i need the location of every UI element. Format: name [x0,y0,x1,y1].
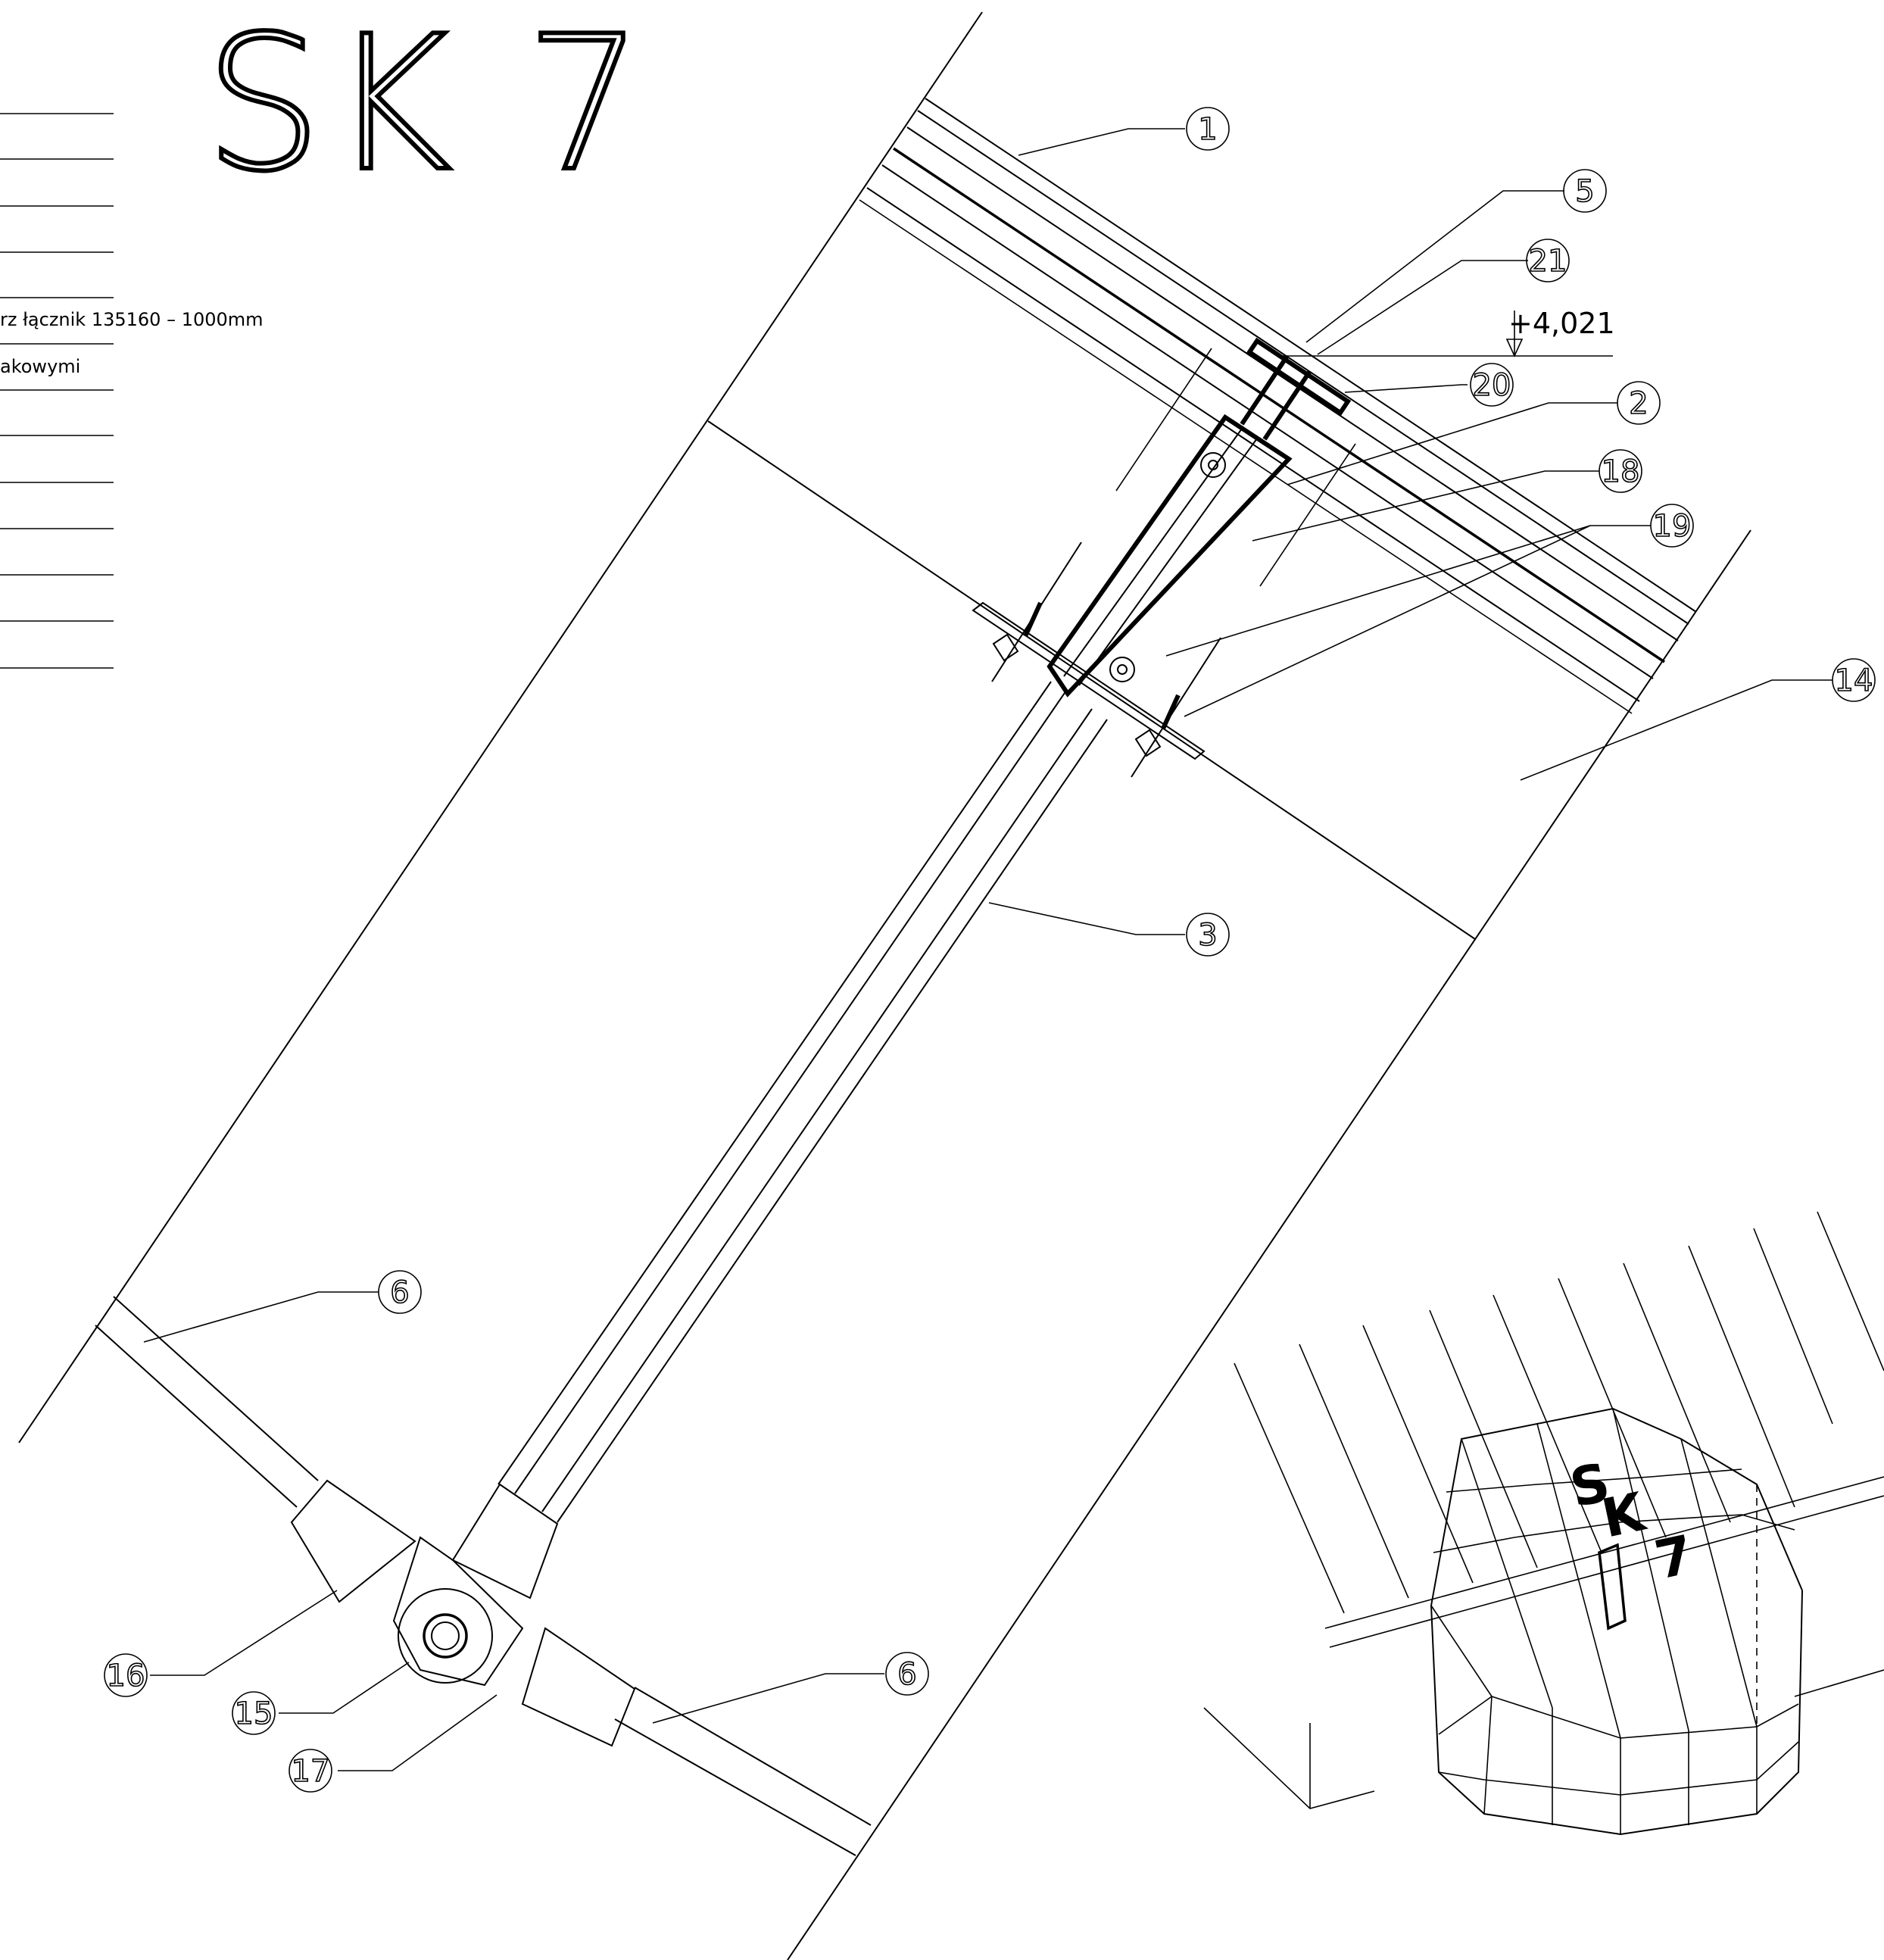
node-connector [290,1479,636,1747]
callout-6-upper: 6 [378,1270,422,1314]
callout-6-lower: 6 [885,1652,929,1696]
callout-18: 18 [1599,449,1642,493]
callout-5: 5 [1563,169,1607,213]
svg-text:6: 6 [390,1275,409,1310]
legend-note-2: akowymi [0,356,80,377]
perspective-label-7: 7 [1649,1523,1698,1591]
callout-20: 20 [1470,363,1514,407]
svg-text:2: 2 [1629,386,1648,421]
legend-note-1: rz łącznik 135160 – 1000mm [0,309,264,330]
callout-bubbles: 1 5 21 20 2 18 19 14 3 6 6 16 15 17 [104,107,1876,1793]
callout-15: 15 [232,1691,276,1735]
svg-text:5: 5 [1575,174,1594,209]
callout-21: 21 [1526,239,1570,282]
callout-17: 17 [289,1749,332,1793]
perspective-label-k: K [1596,1481,1652,1550]
callout-2: 2 [1617,381,1661,425]
svg-text:14: 14 [1835,663,1873,698]
svg-text:15: 15 [235,1696,273,1731]
callout-19: 19 [1650,504,1694,548]
roof-glazing-layers [859,98,1697,714]
svg-text:3: 3 [1198,918,1217,953]
svg-text:16: 16 [107,1659,145,1693]
elevation-marker: +4,021 [1280,307,1615,357]
diagonal-strut [498,681,1108,1523]
leader-lines [143,128,1833,1771]
callout-1: 1 [1186,107,1230,151]
callout-16: 16 [104,1653,148,1697]
boundary-lines [18,11,1751,1960]
lower-rods [95,1296,872,1856]
svg-text:17: 17 [292,1754,330,1789]
svg-text:6: 6 [897,1657,916,1692]
callout-14: 14 [1832,658,1876,702]
top-profile-assembly [972,337,1356,778]
svg-text:18: 18 [1602,454,1640,489]
svg-text:20: 20 [1473,368,1511,403]
svg-text:1: 1 [1198,112,1217,147]
svg-text:21: 21 [1529,244,1567,279]
perspective-key-plan: S K 7 [1203,1211,1884,1836]
drawing-title: SK 7 [204,0,651,212]
svg-text:19: 19 [1653,509,1692,544]
legend-lines [0,113,114,669]
callout-3: 3 [1186,913,1230,957]
elevation-label: +4,021 [1508,307,1615,340]
